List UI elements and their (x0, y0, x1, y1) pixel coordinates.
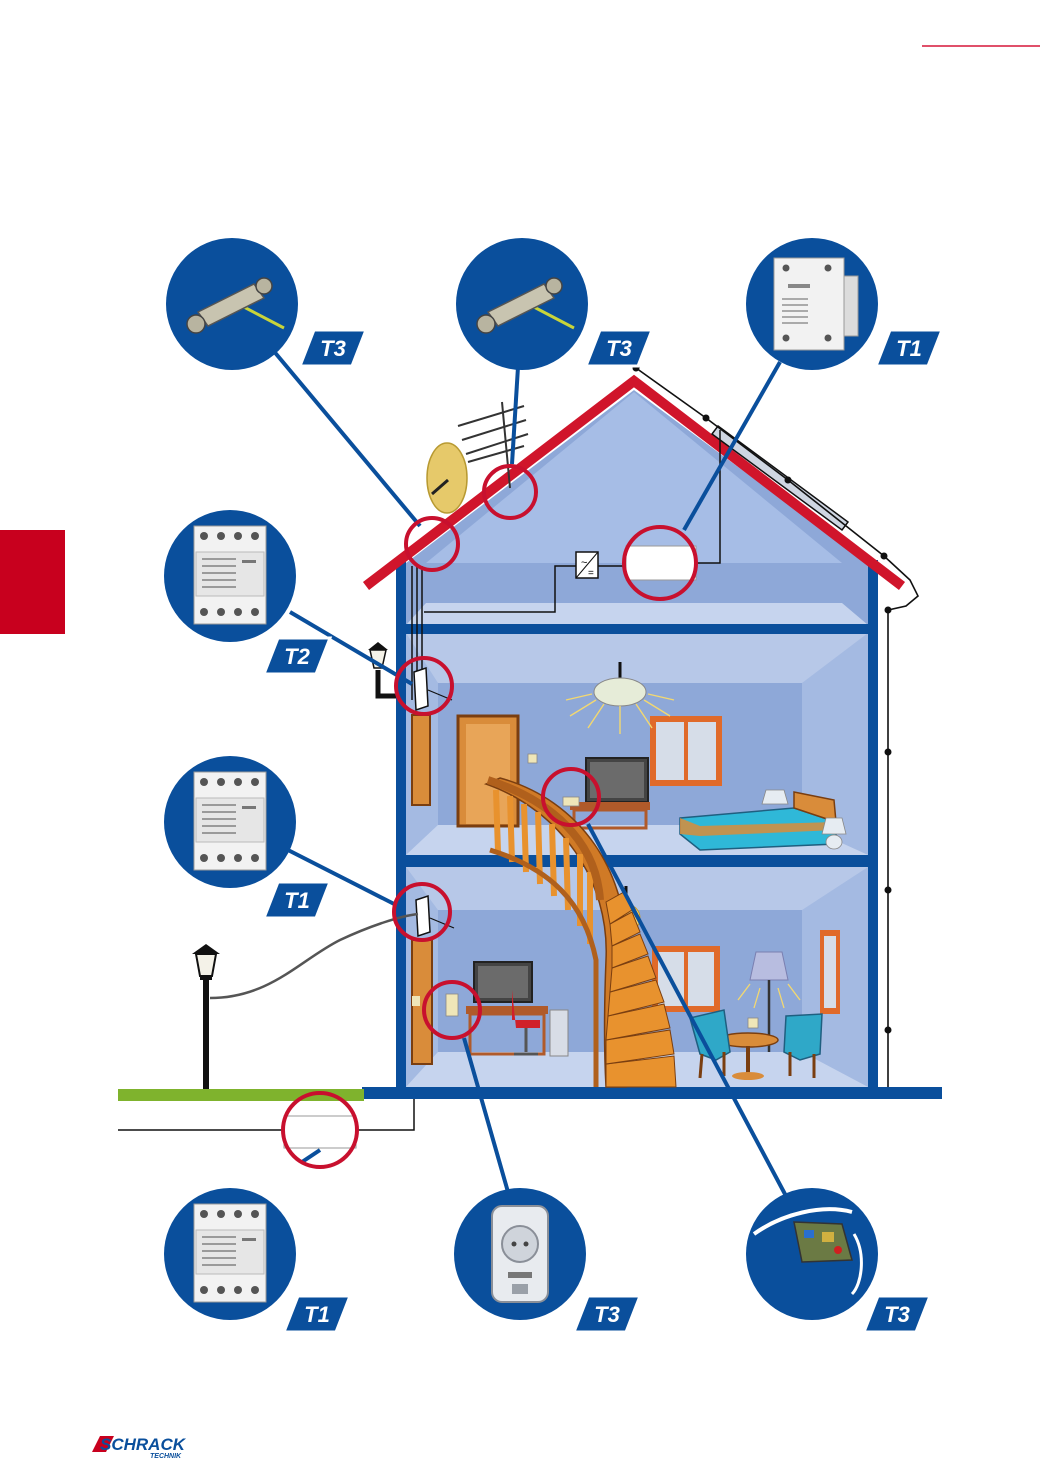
satellite-dish-arm (431, 478, 449, 496)
badge-roof-right: T1 (746, 238, 945, 370)
din-surge-module-icon (193, 525, 267, 625)
badge-tag: T3 (297, 328, 369, 368)
badge-roof-center: T3 (456, 238, 655, 370)
badge-tag-label: T3 (606, 336, 632, 361)
attic-back-wall (426, 392, 842, 563)
section-tab (0, 530, 65, 634)
brand-logo: SCHRACK TECHNIK (92, 1435, 187, 1460)
lightning-conductor (635, 342, 919, 1087)
badge-tag-shape (571, 1294, 643, 1334)
badge-tag-shape (261, 880, 333, 920)
pv-combiner-box (625, 545, 697, 581)
badge-tag-shape (583, 328, 655, 368)
badge-tag-shape (861, 1294, 933, 1334)
slab-upper (396, 855, 878, 867)
distribution-board-ground (415, 894, 455, 938)
attic-floor (406, 603, 868, 625)
house: ~ = (118, 342, 942, 1149)
badge-tag-label: T1 (304, 1302, 330, 1327)
badge-roof-left: T3 (166, 238, 369, 370)
badge-tag: T1 (261, 880, 333, 920)
pv-surge-module-icon (773, 257, 859, 351)
badge-tag-label: T1 (896, 336, 922, 361)
badge-tag-shape (281, 1294, 353, 1334)
badge-upper-left: T2 (164, 510, 333, 676)
badge-tag-label: T1 (284, 888, 310, 913)
marker-circles (281, 464, 698, 1169)
badge-tag-label: T3 (320, 336, 346, 361)
brand-name: SCHRACK (100, 1435, 187, 1454)
din-surge-module-icon (193, 1203, 267, 1303)
ground-slab (362, 1087, 942, 1099)
solar-panel (710, 424, 850, 532)
coax-arrester-icon (476, 277, 575, 334)
badge-tag-shape (873, 328, 945, 368)
wall-lantern (368, 642, 396, 699)
badge-tag: T3 (583, 328, 655, 368)
badge-bottom-left: T1 (164, 1188, 353, 1334)
coax-arrester-icon (186, 277, 285, 334)
inverter-ac-symbol: ~ (581, 557, 587, 569)
badge-tag-label: T3 (594, 1302, 620, 1327)
badge-tag-shape (297, 328, 369, 368)
inverter-diagonal (575, 551, 599, 579)
badge-middle-left: T1 (164, 756, 333, 920)
outer-wall-right (868, 560, 878, 1096)
badge-tag: T3 (861, 1294, 933, 1334)
inverter-dc-symbol: = (588, 568, 594, 579)
badge-tag-label: T3 (884, 1302, 910, 1327)
outer-wall-left (396, 560, 406, 1096)
badge-bottom-right: T3 (746, 1188, 933, 1334)
roof (362, 374, 906, 590)
satellite-dish (426, 442, 468, 514)
din-surge-module-icon (193, 771, 267, 871)
conductor-junctions (632, 364, 892, 1034)
connector-lines (270, 347, 788, 1197)
badge-tag-shape (261, 636, 333, 676)
badge-tag: T3 (571, 1294, 643, 1334)
spiral-staircase (483, 776, 677, 1088)
socket-insert-icon (752, 1207, 863, 1296)
slab-attic (396, 624, 878, 634)
badge-tag: T2 (261, 636, 333, 676)
brand-sub: TECHNIK (150, 1453, 182, 1460)
street-lamp (192, 912, 419, 1089)
badge-tag: T1 (873, 328, 945, 368)
distribution-board-upper (413, 666, 453, 712)
ground-floor-furniture (411, 886, 840, 1080)
brand-logo-mark (92, 1436, 114, 1452)
badge-tag-label: T2 (284, 644, 310, 669)
badge-tag: T1 (281, 1294, 353, 1334)
service-entrance-box (283, 1115, 357, 1149)
badge-bottom-center: T3 (454, 1188, 643, 1334)
plug-adapter-icon (491, 1205, 549, 1303)
